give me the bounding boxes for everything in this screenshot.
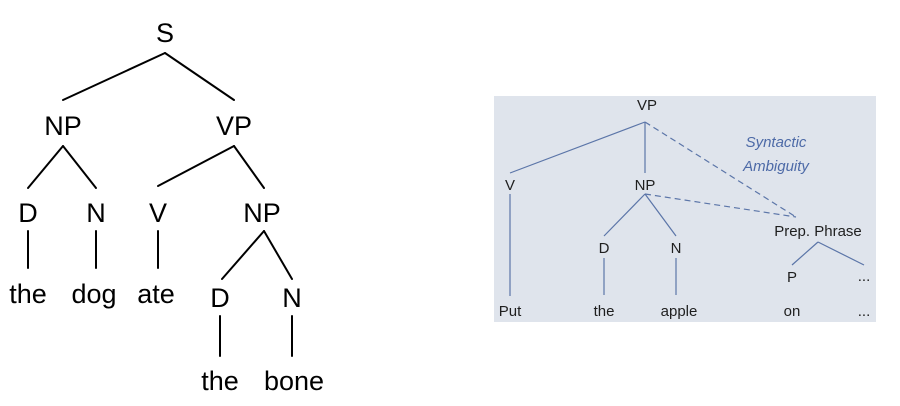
word-on: on — [784, 303, 801, 320]
node-n-object: N — [282, 283, 302, 313]
annotation-ambiguity: Ambiguity — [742, 158, 810, 175]
node-n: N — [86, 198, 106, 228]
node-ellipsis-top: ... — [858, 268, 871, 285]
edge-vp-to-v-right — [509, 121, 646, 174]
node-np: NP — [44, 111, 82, 141]
edge-np2-to-n — [263, 230, 293, 280]
node-n-right: N — [671, 240, 682, 257]
edge-s-to-vp — [164, 52, 235, 101]
node-np-right: NP — [635, 177, 656, 194]
node-p: P — [787, 269, 797, 286]
word-ellipsis-bottom: ... — [858, 303, 871, 320]
node-prepositional-phrase: Prep. Phrase — [774, 223, 862, 240]
right-parse-tree-panel: VP V NP D N Prep. Phrase P ... Put the a… — [494, 96, 876, 322]
edge-pp-to-p — [791, 241, 819, 266]
edge-np-to-pp-dashed — [644, 193, 797, 218]
edge-np-to-n — [62, 145, 97, 189]
node-d: D — [18, 198, 38, 228]
word-the-subject: the — [9, 279, 47, 309]
edge-s-to-np — [62, 52, 166, 101]
edge-np-to-d — [27, 145, 64, 189]
word-ate: ate — [137, 279, 175, 309]
node-d-right: D — [599, 240, 610, 257]
node-d-object: D — [210, 283, 230, 313]
edge-pp-to-ellipsis — [817, 241, 865, 266]
node-vp: VP — [216, 111, 252, 141]
left-parse-tree: S NP VP D N V NP D N the dog ate the bon… — [9, 18, 324, 396]
word-apple: apple — [661, 303, 698, 320]
word-the-right: the — [594, 303, 615, 320]
node-vp-right: VP — [637, 97, 657, 114]
node-v: V — [149, 198, 167, 228]
node-np-object: NP — [243, 198, 281, 228]
right-panel-background — [494, 96, 876, 322]
edge-vp-to-np — [233, 145, 265, 189]
node-v-right: V — [505, 177, 515, 194]
annotation-syntactic: Syntactic — [746, 134, 807, 151]
word-put: Put — [499, 303, 522, 320]
word-dog: dog — [71, 279, 116, 309]
word-bone: bone — [264, 366, 324, 396]
edge-np-to-d-right — [603, 193, 646, 237]
edge-np-to-n-right — [644, 193, 677, 237]
edge-np2-to-d — [221, 230, 265, 280]
node-s: S — [156, 18, 174, 48]
edge-vp-to-v — [157, 145, 235, 187]
word-the-object: the — [201, 366, 239, 396]
